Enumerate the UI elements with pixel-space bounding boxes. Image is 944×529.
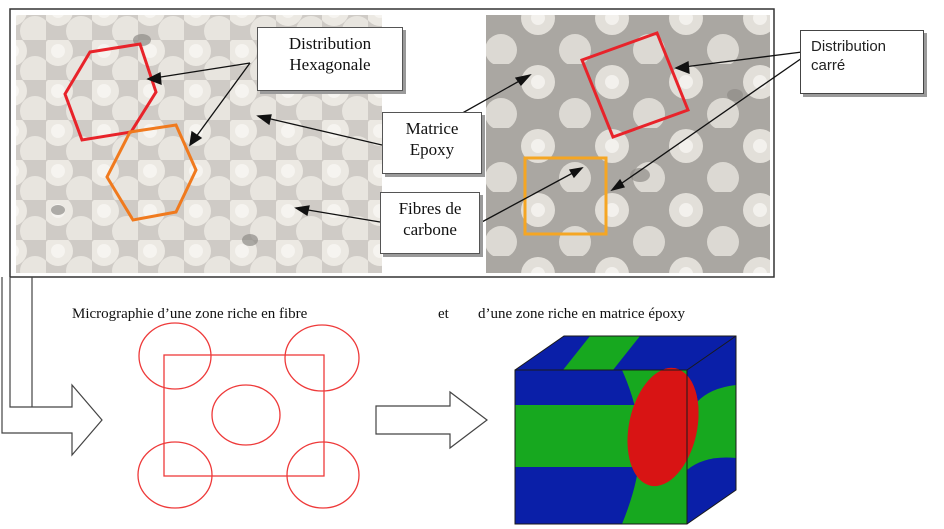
label-matrix-line-2: Epoxy — [409, 140, 455, 159]
label-fibres-line-2: carbone — [403, 220, 457, 239]
right-arrow-icon — [375, 390, 488, 450]
unit-cell-3d-model — [514, 335, 737, 525]
callout-arrows — [146, 51, 803, 224]
label-epoxy-matrix: Matrice Epoxy — [382, 112, 482, 174]
label-square-distribution: Distribution carré — [800, 30, 924, 94]
micrograph-matrix-rich — [486, 15, 770, 273]
label-hexagonal-line-1: Distribution — [288, 34, 372, 53]
unit-cell-schematic — [137, 322, 360, 509]
hexagon-orange — [105, 123, 198, 222]
square-red — [580, 31, 690, 139]
label-square-line-1: Distribution — [811, 38, 887, 55]
square-orange — [523, 156, 608, 236]
caption-matrix-rich: d’une zone riche en matrice époxy — [478, 306, 685, 322]
label-hexagonal-distribution: Distribution Hexagonale — [257, 27, 403, 91]
label-hexagonal-line-2: Hexagonale — [289, 55, 371, 74]
caption-connector: et — [438, 306, 449, 322]
label-square-line-2: carré — [811, 57, 846, 74]
label-matrix-line-1: Matrice — [405, 119, 459, 138]
caption-fibre-rich: Micrographie d’une zone riche en fibre — [72, 306, 308, 322]
bent-arrow-icon — [1, 277, 103, 457]
label-fibres-line-1: Fibres de — [398, 199, 462, 218]
label-carbon-fibres: Fibres de carbone — [380, 192, 480, 254]
